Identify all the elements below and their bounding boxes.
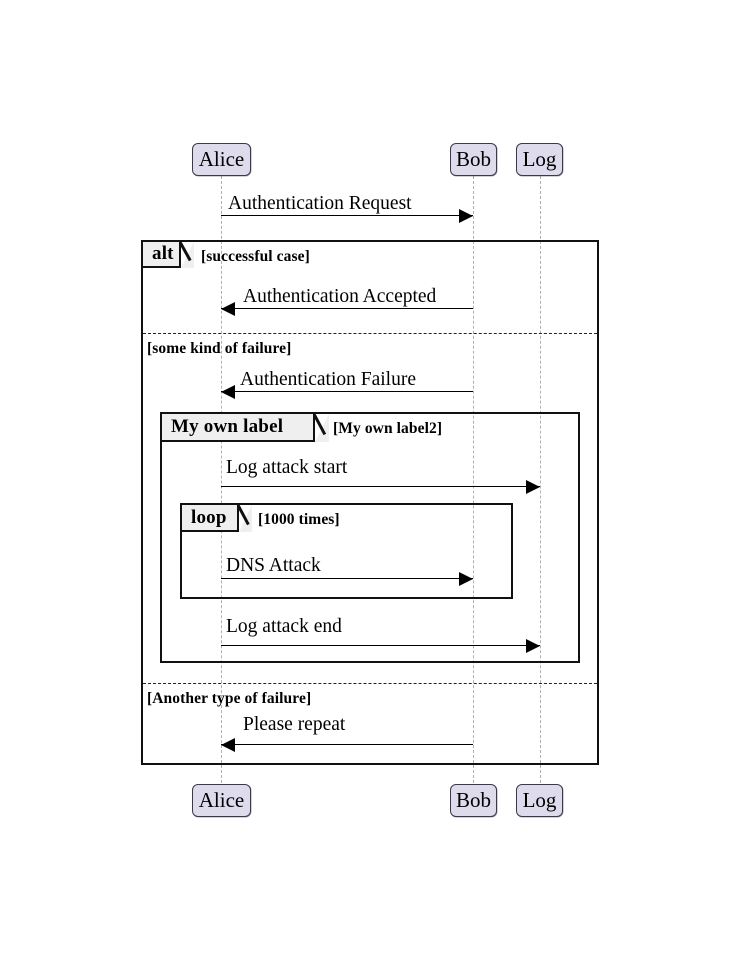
message-label-log-attack-start: Log attack start — [226, 457, 348, 478]
message-line-log-attack-start — [221, 486, 540, 487]
message-line-please-repeat — [221, 744, 473, 745]
participant-foot-alice-label: Alice — [198, 788, 245, 812]
message-label-authentication-accepted: Authentication Accepted — [243, 286, 437, 307]
participant-head-log-label: Log — [522, 147, 557, 171]
fragment-my-own-label-notch-edge — [314, 413, 331, 444]
fragment-loop-operator-box: loop — [182, 505, 239, 532]
fragment-alt-separator-1 — [143, 333, 597, 334]
arrowhead-log-attack-end — [526, 639, 540, 653]
fragment-my-own-label — [160, 412, 580, 663]
message-line-authentication-failure — [221, 391, 473, 392]
participant-head-bob[interactable]: Bob — [450, 143, 497, 176]
participant-head-bob-label: Bob — [455, 147, 491, 171]
message-label-please-repeat: Please repeat — [243, 714, 346, 735]
message-line-authentication-accepted — [221, 308, 473, 309]
lifeline-bob — [473, 176, 474, 783]
message-line-dns-attack — [221, 578, 473, 579]
arrowhead-authentication-request — [459, 209, 473, 223]
participant-foot-bob[interactable]: Bob — [450, 784, 497, 817]
arrowhead-authentication-accepted — [221, 302, 235, 316]
arrowhead-please-repeat — [221, 738, 235, 752]
fragment-alt-guard-3: [Another type of failure] — [147, 690, 312, 707]
fragment-loop-operator-label: loop — [191, 506, 227, 528]
fragment-alt-guard-2: [some kind of failure] — [147, 340, 292, 357]
fragment-loop — [180, 503, 513, 599]
fragment-loop-notch-edge — [238, 504, 254, 534]
fragment-my-own-label-operator-label: My own label — [171, 416, 284, 437]
message-label-authentication-failure: Authentication Failure — [240, 369, 416, 390]
message-label-authentication-request: Authentication Request — [228, 193, 412, 214]
participant-foot-bob-label: Bob — [455, 788, 491, 812]
lifeline-log — [540, 176, 541, 783]
participant-head-alice-label: Alice — [198, 147, 245, 171]
participant-foot-log[interactable]: Log — [516, 784, 563, 817]
fragment-loop-guard: [1000 times] — [258, 511, 340, 528]
lifeline-alice — [221, 176, 222, 783]
fragment-alt-operator-notch-edge — [180, 241, 196, 270]
fragment-alt-operator-label: alt — [152, 243, 174, 264]
message-line-authentication-request — [221, 215, 473, 216]
fragment-alt — [141, 240, 599, 765]
participant-head-log[interactable]: Log — [516, 143, 563, 176]
arrowhead-log-attack-start — [526, 480, 540, 494]
message-label-dns-attack: DNS Attack — [226, 555, 321, 576]
message-label-log-attack-end: Log attack end — [226, 616, 342, 637]
arrowhead-authentication-failure — [221, 385, 235, 399]
fragment-alt-operator-box: alt — [143, 242, 181, 268]
fragment-my-own-label-operator-box: My own label — [162, 414, 315, 442]
message-line-log-attack-end — [221, 645, 540, 646]
participant-foot-log-label: Log — [522, 788, 557, 812]
fragment-alt-separator-2 — [143, 683, 597, 684]
participant-foot-alice[interactable]: Alice — [192, 784, 251, 817]
participant-head-alice[interactable]: Alice — [192, 143, 251, 176]
arrowhead-dns-attack — [459, 572, 473, 586]
fragment-my-own-label-guard: [My own label2] — [333, 420, 443, 437]
fragment-alt-guard-1: [successful case] — [201, 248, 310, 265]
